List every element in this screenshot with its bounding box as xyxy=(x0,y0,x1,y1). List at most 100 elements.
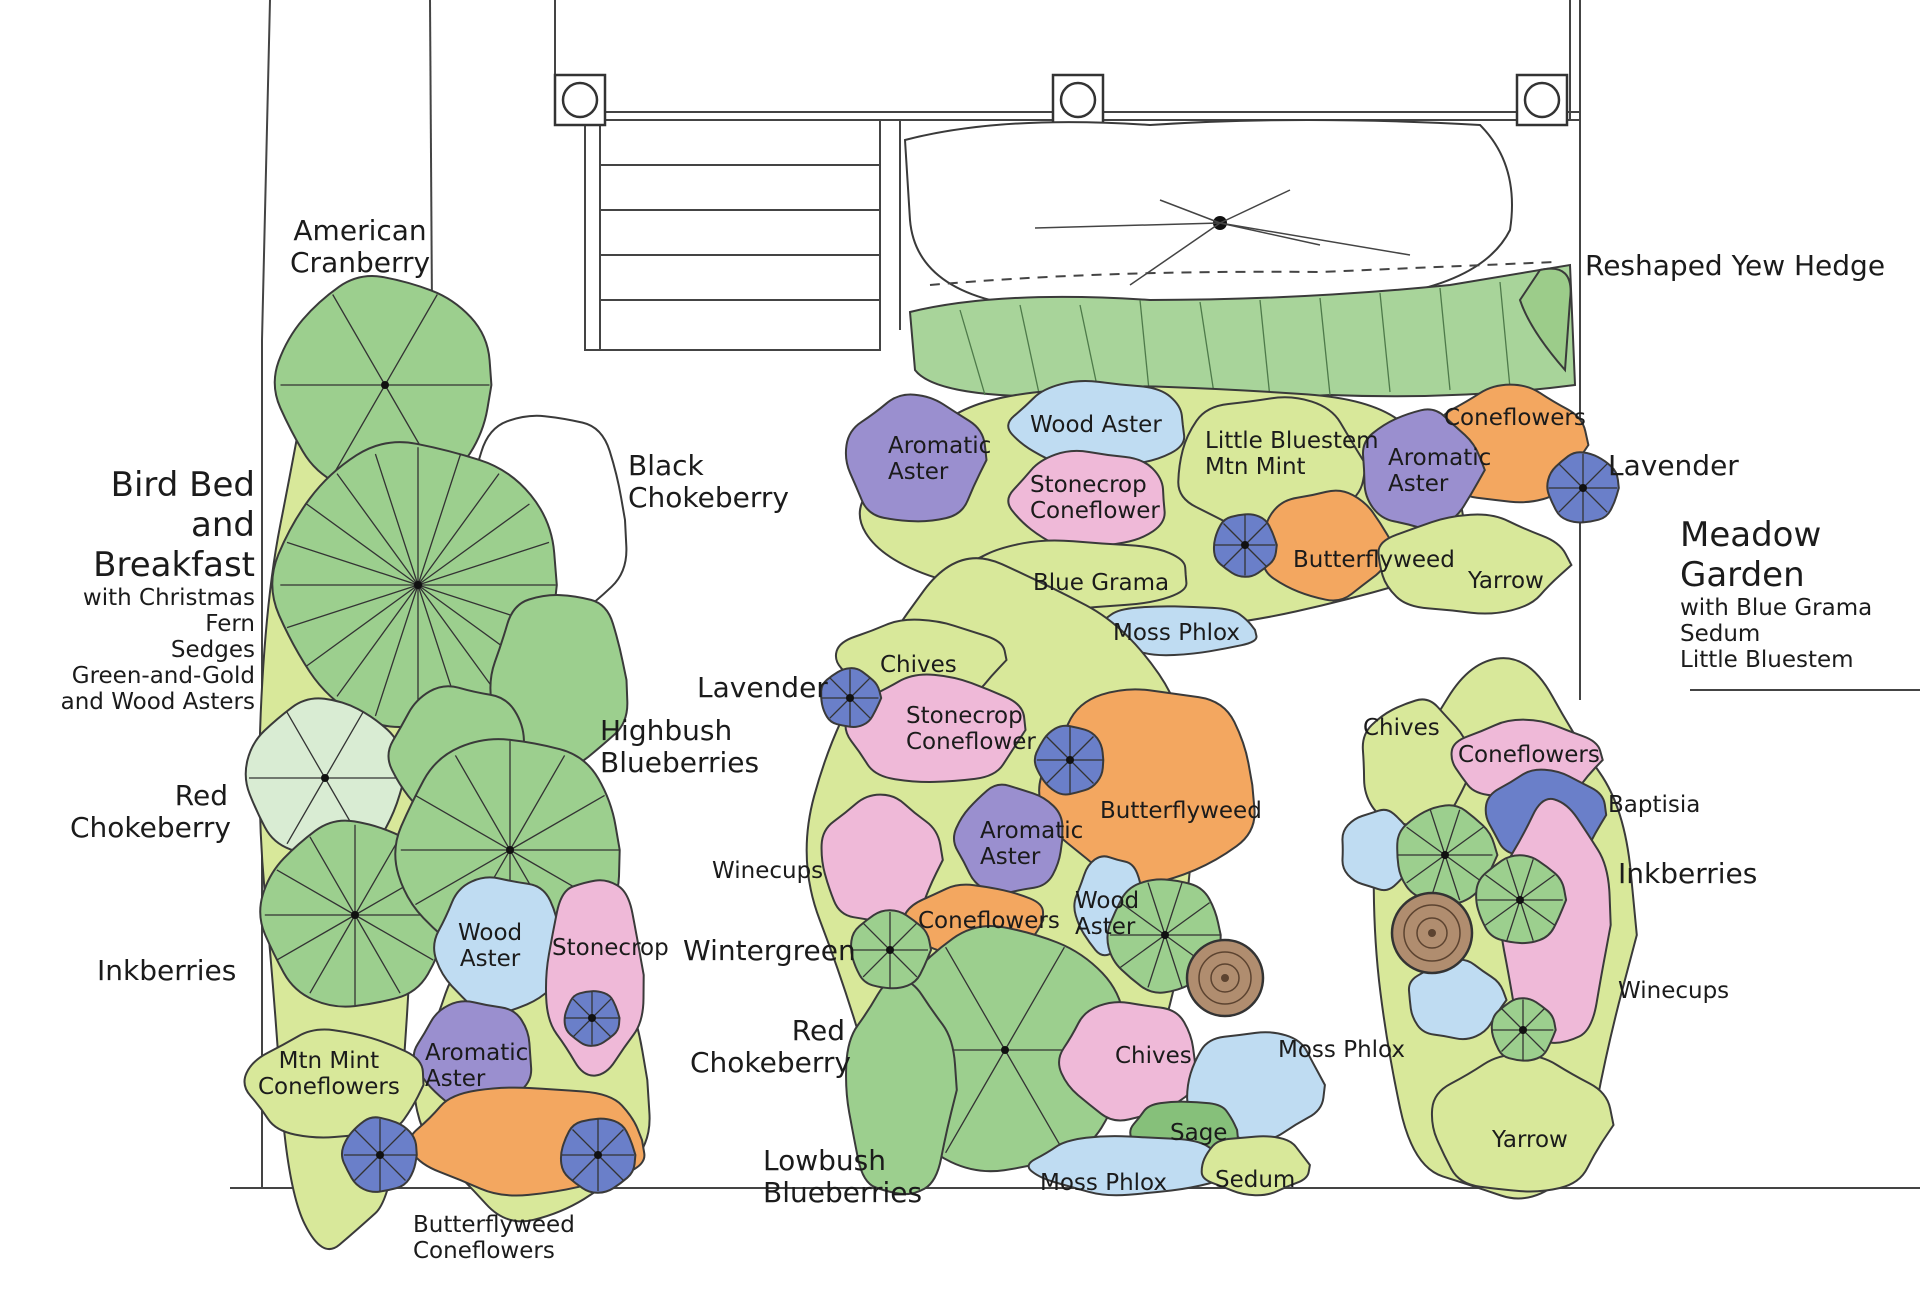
red-chokeberry-left-shrub-branch xyxy=(324,711,364,779)
label-lowbush-2: Blueberries xyxy=(763,1176,923,1210)
label-lavender-mid: Lavender xyxy=(697,671,828,704)
label-sage: Sage xyxy=(1170,1120,1228,1146)
label-wintergreen: Wintergreen xyxy=(683,934,856,967)
label-aromatic-aster-tr-2: Aster xyxy=(1388,471,1449,498)
red-chokeberry-mid-shrub-branch xyxy=(945,946,1006,1051)
inkberry-right-2-branch xyxy=(1519,899,1534,941)
label-butterflyweed-mid: Butterflyweed xyxy=(1100,798,1262,824)
highbush-blueberry-large-branch xyxy=(417,584,500,697)
stonecrop-coneflower-top xyxy=(1007,449,1166,552)
bird-bed-title-line-2: Breakfast xyxy=(93,545,255,585)
american-cranberry-shrub-branch xyxy=(384,294,438,386)
inkberry-left-2-center xyxy=(506,846,514,854)
inkberry-left-2-branch xyxy=(415,849,511,906)
inkberry-right-1-branch xyxy=(1406,854,1446,884)
lavender-left-2-center xyxy=(376,1151,384,1159)
inkberry-right-1-branch xyxy=(1429,809,1446,856)
label-aromatic-aster-left-2: Aster xyxy=(425,1066,486,1093)
lavender-top-1-branch xyxy=(1244,544,1267,567)
lavender-left-2-branch xyxy=(354,1129,381,1156)
label-aromatic-aster-mid-1: Aromatic xyxy=(980,818,1084,844)
label-wood-aster-mid: Wood Aster xyxy=(1075,888,1139,941)
label-yarrow-right: Yarrow xyxy=(1492,1127,1568,1153)
lavender-mid-2-center xyxy=(1066,756,1074,764)
label-red-chokeberry-left-2: Chokeberry xyxy=(70,811,231,845)
lavender-mid-1-branch xyxy=(829,677,851,699)
inkberry-mid-branch xyxy=(1164,902,1210,936)
inkberry-right-3-branch xyxy=(1501,1029,1524,1052)
label-coneflowers-right: Coneflowers xyxy=(1458,742,1600,768)
inkberry-right-3-branch xyxy=(1522,1029,1545,1052)
label-aromatic-aster-mid-2: Aster xyxy=(980,844,1041,871)
lavender-left-1-branch xyxy=(591,998,612,1019)
inkberry-right-1-branch xyxy=(1444,809,1461,856)
red-chokeberry-left-shrub-branch xyxy=(286,711,326,779)
label-inkberries-right: Inkberries xyxy=(1618,857,1758,890)
meadow-subtitle-2: Sedum xyxy=(1680,621,1761,647)
label-highbush-2: Blueberries xyxy=(600,746,760,780)
label-aromatic-aster-top-right: Aromatic Aster xyxy=(1388,445,1491,498)
inkberry-left-2-branch xyxy=(509,794,605,851)
wintergreen-shrub-branch xyxy=(862,949,891,978)
inkberry-left-1-branch xyxy=(276,914,356,961)
meadow-title-line-1: Meadow xyxy=(1680,515,1822,555)
aromatic-aster-top-right xyxy=(1361,408,1486,531)
label-mtn-mint-coneflowers: Mtn Mint Coneflowers xyxy=(258,1048,400,1101)
lavender-left-2-branch xyxy=(379,1154,406,1181)
inkberry-mid-branch xyxy=(1147,882,1166,936)
lavender-mid-1-center xyxy=(846,694,854,702)
inkberry-right-2-branch xyxy=(1519,899,1555,926)
moss-phlox-bottom-patch xyxy=(1027,1135,1226,1197)
meadow-title-line-2: Garden xyxy=(1680,555,1805,595)
lavender-left-3-branch xyxy=(597,1129,624,1156)
lavender-mid-2-branch xyxy=(1046,736,1071,761)
inkberry-right-1-branch xyxy=(1444,854,1461,901)
lavender-left-2-branch xyxy=(354,1154,381,1181)
lavender-left-3-center xyxy=(594,1151,602,1159)
lavender-left-1-branch xyxy=(591,1017,612,1038)
red-chokeberry-mid-shrub-branch xyxy=(1004,946,1065,1051)
label-little-bluestem: Little Bluestem Mtn Mint xyxy=(1205,428,1379,481)
label-lowbush-1: Lowbush xyxy=(763,1144,886,1177)
label-butterflyweed-coneflowers: Butterflyweed Coneflowers xyxy=(413,1212,575,1265)
label-lavender-right: Lavender xyxy=(1608,449,1739,482)
tree-canopy xyxy=(903,119,1556,306)
inkberry-mid-branch xyxy=(1120,902,1166,936)
label-red-chokeberry-mid: Red Chokeberry xyxy=(690,1014,851,1079)
red-chokeberry-mid-shrub-center xyxy=(1001,1046,1009,1054)
label-coneflower-mid: Coneflower xyxy=(906,729,1036,756)
label-baptisia: Baptisia xyxy=(1608,792,1701,818)
inkberry-right-3-center xyxy=(1519,1026,1527,1034)
inkberry-left-1-branch xyxy=(354,914,434,961)
inkberry-right-1-center xyxy=(1441,851,1449,859)
lavender-mid-2-branch xyxy=(1069,736,1094,761)
inkberry-left-1-center xyxy=(351,911,359,919)
label-little-bluestem-1: Little Bluestem xyxy=(1205,428,1379,454)
inkberry-mid-branch xyxy=(1120,934,1166,968)
lavender-top-right-center xyxy=(1579,484,1587,492)
label-black-chokeberry-2: Chokeberry xyxy=(628,481,789,515)
inkberry-left-2-branch xyxy=(454,755,511,851)
label-sedum: Sedum xyxy=(1215,1167,1296,1193)
inkberry-left-1-branch xyxy=(309,914,356,994)
inkberry-right-2-center xyxy=(1516,896,1524,904)
label-red-chokeberry-left-1: Red xyxy=(174,779,228,812)
label-aromatic-aster-mid: Aromatic Aster xyxy=(980,818,1083,871)
bird-bed-title-line-1: Bird Bed and xyxy=(110,465,255,545)
lavender-left-1-branch xyxy=(572,998,593,1019)
red-chokeberry-left-shrub-branch xyxy=(286,777,326,845)
label-coneflowers-mid: Coneflowers xyxy=(918,908,1060,934)
bird-bed-subtitle-2: Sedges xyxy=(170,637,255,663)
label-butterflyweed-top: Butterflyweed xyxy=(1293,547,1455,573)
planting-beds xyxy=(243,275,1638,1250)
highbush-blueberry-large-branch xyxy=(417,541,550,586)
inkberry-left-1-branch xyxy=(276,869,356,916)
label-stonecrop-top: Stonecrop xyxy=(1030,472,1147,498)
lavender-top-right-branch xyxy=(1582,487,1608,513)
label-aromatic-aster-top-1: Aromatic xyxy=(888,433,992,459)
label-red-chokeberry-left: Red Chokeberry xyxy=(70,779,231,845)
label-reshaped-yew: Reshaped Yew Hedge xyxy=(1585,249,1886,282)
label-wood-aster-top: Wood Aster xyxy=(1030,412,1162,438)
lavender-mid-1-branch xyxy=(829,697,851,719)
lavender-top-right-branch xyxy=(1558,487,1584,513)
